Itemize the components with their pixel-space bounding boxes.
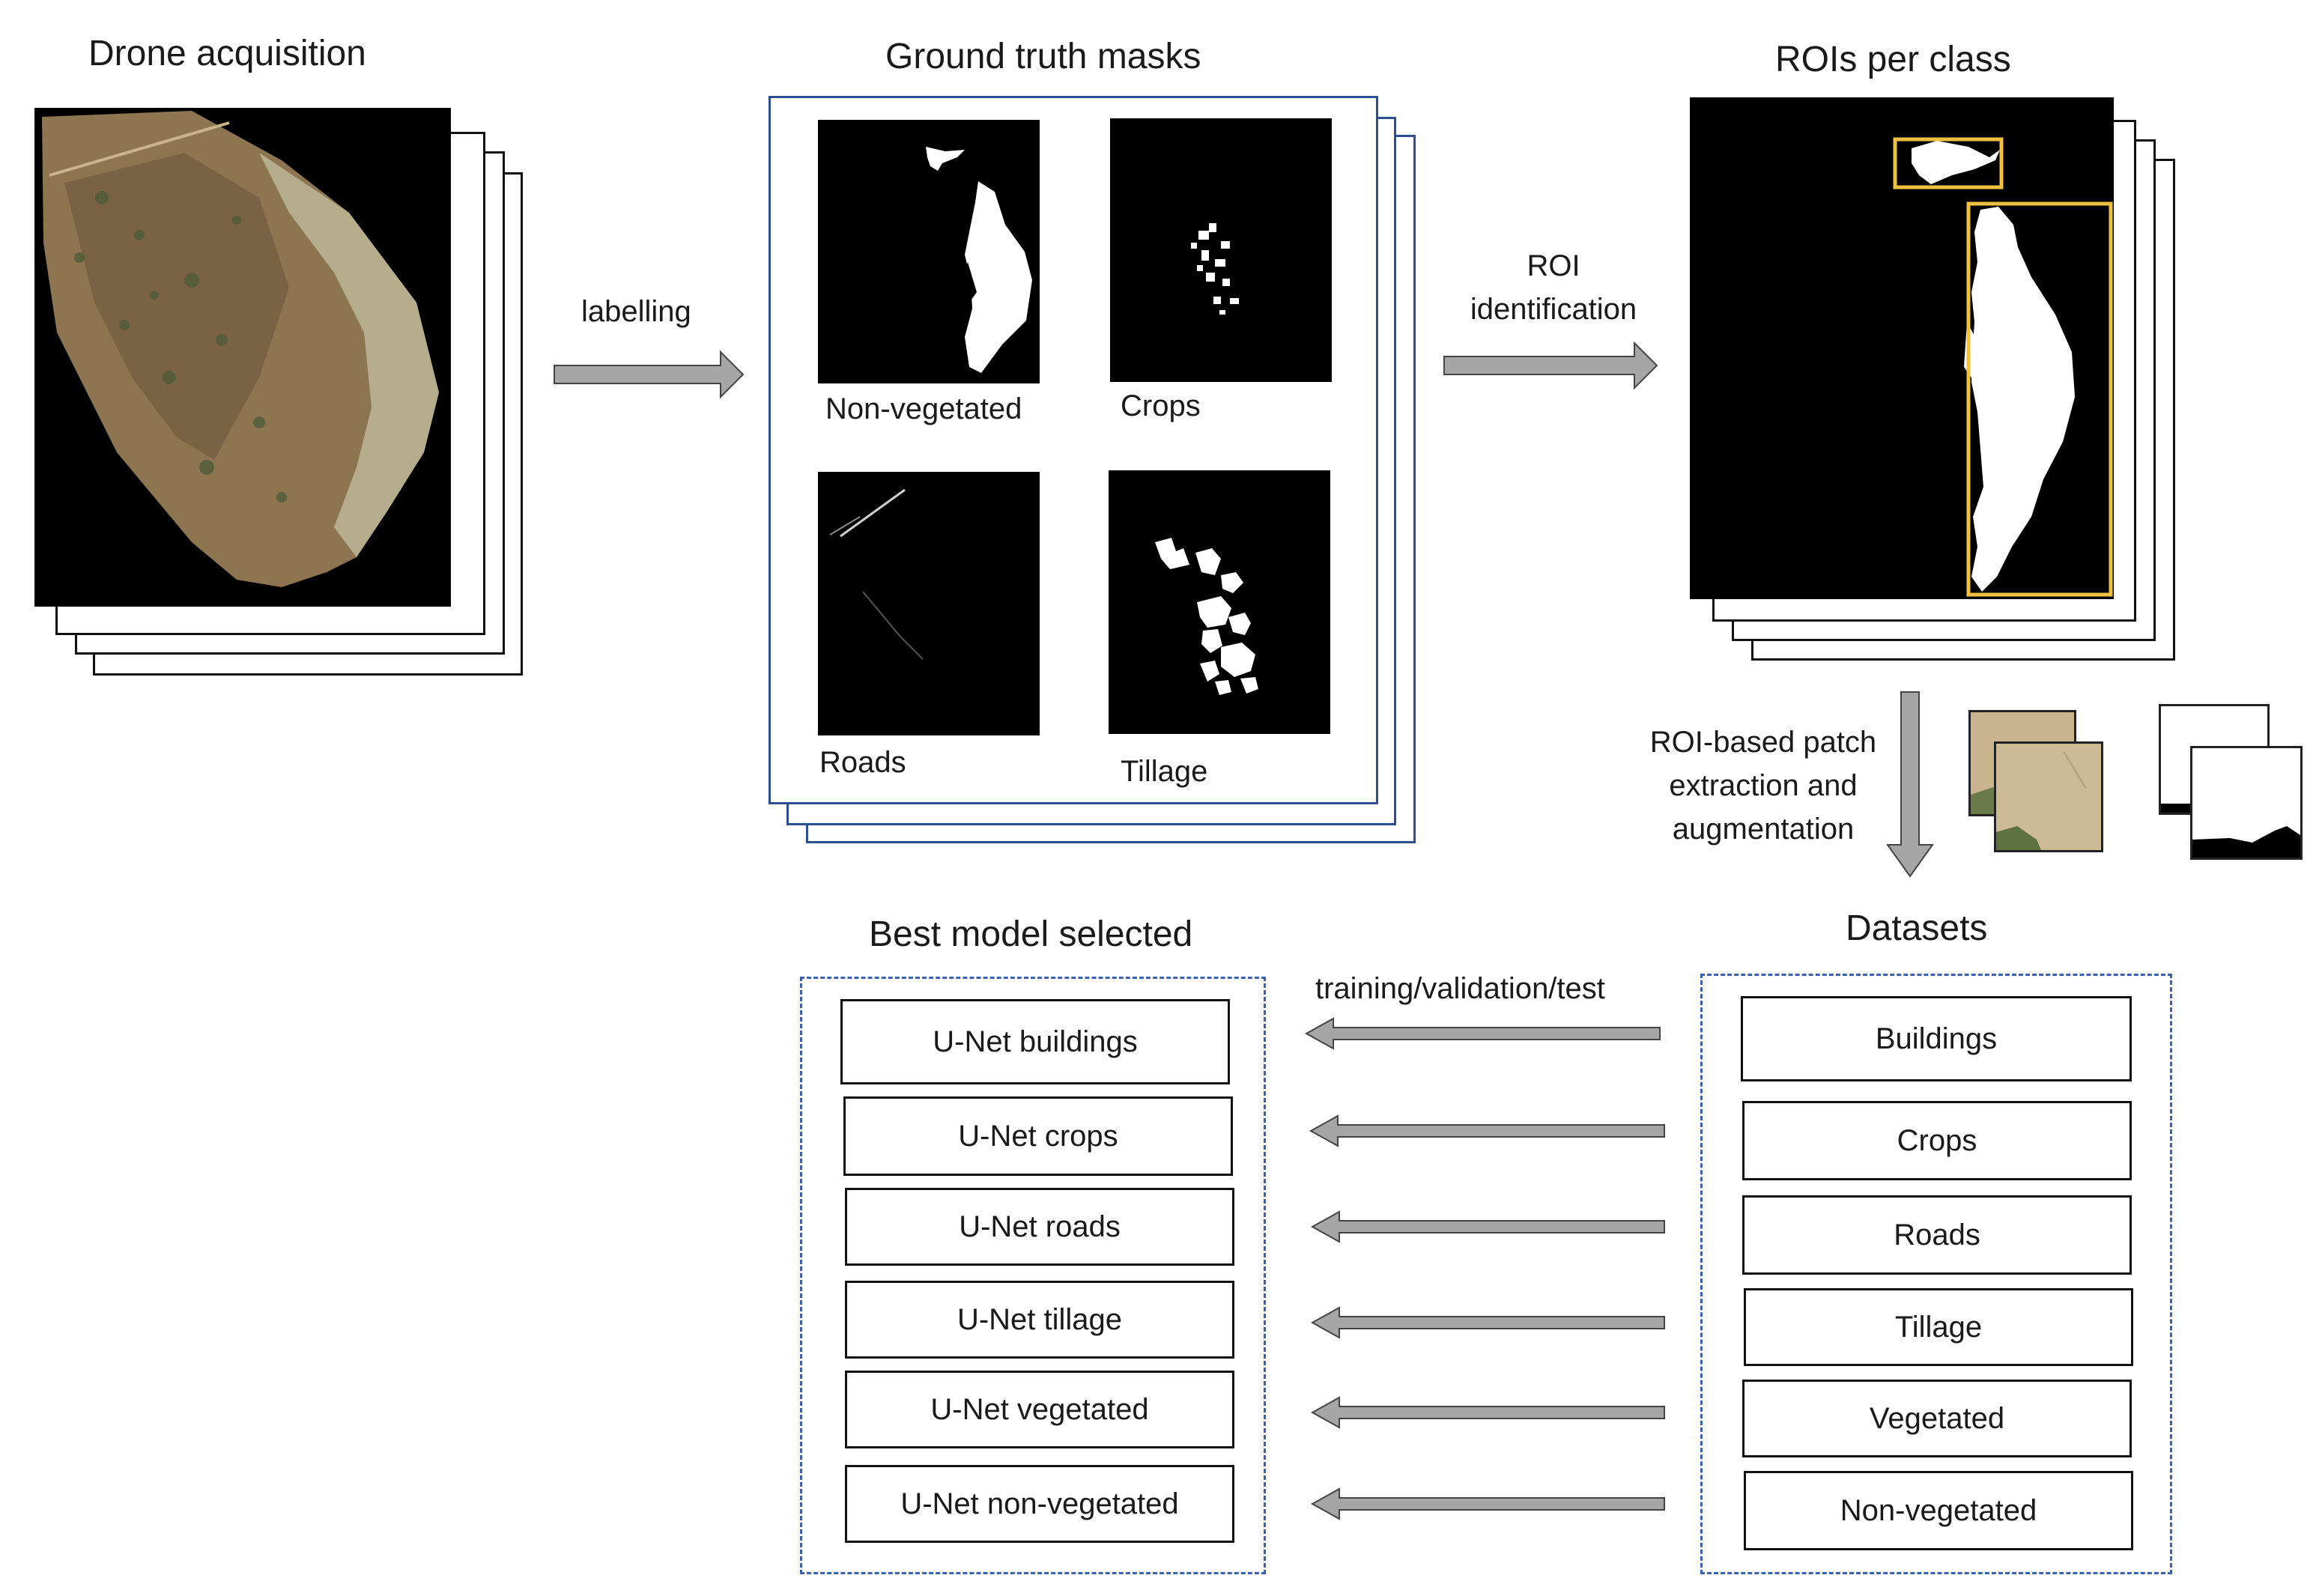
- mask-label-tillage: Tillage: [1121, 755, 1208, 788]
- mask-label-crops: Crops: [1121, 389, 1201, 422]
- mask-crops: [1110, 118, 1332, 382]
- drone-acquisition-title: Drone acquisition: [88, 34, 366, 73]
- model-unet-vegetated: U-Net vegetated: [845, 1371, 1234, 1448]
- mask-patch: [2190, 746, 2303, 860]
- image-patch: [1994, 741, 2103, 852]
- dataset-tillage: Tillage: [1744, 1288, 2133, 1366]
- labelling-arrow-label: labelling: [581, 295, 691, 328]
- training-arrow: [1309, 1114, 1665, 1147]
- rois-per-class-title: ROIs per class: [1775, 40, 2011, 79]
- mask-label-roads: Roads: [819, 746, 906, 779]
- labelling-arrow: [554, 350, 745, 399]
- dataset-vegetated: Vegetated: [1742, 1380, 2132, 1457]
- mask-roads: [818, 472, 1040, 735]
- datasets-group: [1700, 974, 2172, 1574]
- models-group: [800, 977, 1266, 1574]
- model-unet-tillage: U-Net tillage: [845, 1281, 1234, 1359]
- dataset-non-vegetated: Non-vegetated: [1744, 1471, 2133, 1550]
- dataset-crops: Crops: [1742, 1101, 2132, 1180]
- training-arrow: [1310, 1487, 1665, 1520]
- model-unet-roads: U-Net roads: [845, 1188, 1234, 1266]
- training-arrows-label: training/validation/test: [1315, 972, 1605, 1005]
- model-unet-buildings: U-Net buildings: [840, 999, 1230, 1084]
- roi-identification-label: ROI identification: [1470, 249, 1637, 326]
- training-arrow: [1310, 1210, 1665, 1243]
- dataset-roads: Roads: [1742, 1195, 2132, 1275]
- dataset-buildings: Buildings: [1741, 996, 2132, 1081]
- ground-truth-masks-title: Ground truth masks: [885, 37, 1201, 76]
- datasets-title: Datasets: [1846, 908, 1988, 948]
- training-arrow: [1310, 1306, 1665, 1339]
- roi-identification-arrow: [1443, 341, 1658, 390]
- roi-image: [1690, 97, 2114, 599]
- mask-tillage: [1109, 470, 1330, 734]
- patch-extraction-arrow: [1886, 691, 1934, 878]
- model-unet-non-vegetated: U-Net non-vegetated: [845, 1465, 1234, 1543]
- training-arrow: [1310, 1396, 1665, 1429]
- patch-extraction-label: ROI-based patch extraction and augmentat…: [1649, 726, 1877, 846]
- mask-non-vegetated: [818, 120, 1040, 383]
- mask-label-non-vegetated: Non-vegetated: [825, 392, 1022, 425]
- model-unet-crops: U-Net crops: [843, 1096, 1233, 1176]
- best-model-title: Best model selected: [869, 914, 1193, 954]
- training-arrow: [1304, 1017, 1661, 1050]
- drone-orthomosaic-image: [34, 108, 451, 607]
